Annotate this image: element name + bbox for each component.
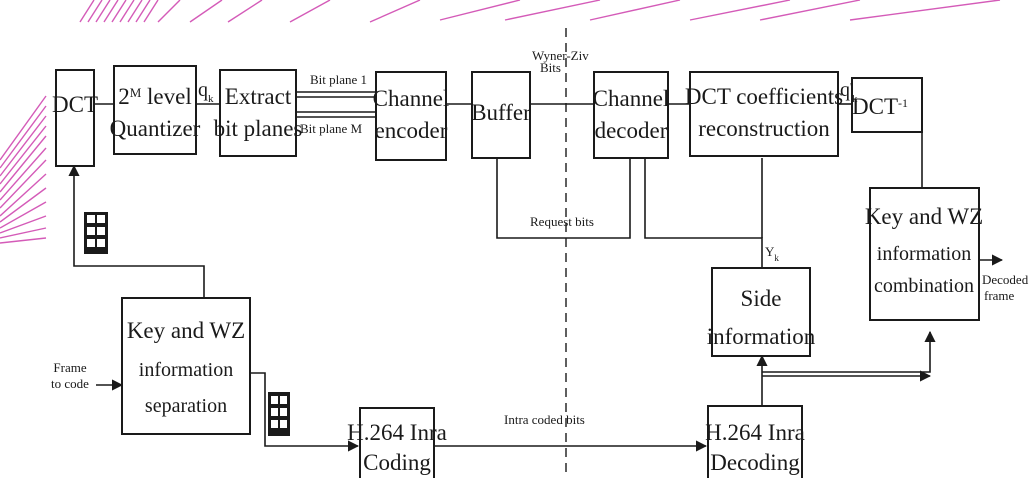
buffer-block [471,71,531,159]
frame-to-code-label-line1: Frame [53,360,86,375]
dct-reconstruction-line2: reconstruction [698,116,830,141]
frame-to-code-label-line2: to code [51,376,89,391]
decorative-stripes-top [79,0,1001,23]
separation-line1: Key and WZ [127,318,245,343]
quantizer-line1: 2M level [118,84,192,109]
key-wz-combination-block [869,187,980,321]
qk-reconstructed-label: q'k [840,79,858,105]
h264-decoding-line1: H.264 Inra [705,420,805,445]
channel-decoder-block [593,71,669,159]
wyner-ziv-label: Wyner-Ziv [532,48,589,63]
combination-line1: Key and WZ [865,204,983,229]
grid-block-icon [84,212,108,254]
h264-coding-block [359,407,435,478]
combination-line2: information [877,243,971,265]
channel-encoder-line1: Channel [373,86,450,111]
channel-encoder-line2: encoder [375,118,448,143]
wyner-ziv-bits-label: Bits [540,60,561,75]
inverse-dct-label: DCT-1 [852,94,908,119]
extract-line2: bit planes [214,116,303,141]
channel-decoder-line1: Channel [593,86,670,111]
decoded-frame-label-line1: Decoded [982,272,1029,287]
dct-reconstruction-block [689,71,839,157]
h264-coding-line1: H.264 Inra [347,420,447,445]
separation-line2: information [139,359,233,381]
request-bits-label: Request bits [530,214,594,229]
quantizer-block [113,65,197,155]
side-information-line1: Side [741,286,782,311]
side-information-line2: information [707,324,816,349]
extract-line1: Extract [225,84,292,109]
side-information-block [711,267,811,357]
h264-coding-line2: Coding [363,450,431,475]
qk-label: qk [198,79,214,105]
dct-block-label: DCT [52,92,98,117]
bit-plane-m-label: Bit plane M [300,121,363,136]
grid-block-icon [268,392,290,436]
decorative-stripes-left [0,95,47,244]
intra-coded-bits-label: Intra coded bits [504,412,585,427]
inverse-dct-block [851,77,923,133]
separation-line3: separation [145,395,227,417]
key-wz-separation-block [121,297,251,435]
extract-bit-planes-block [219,69,297,157]
dct-reconstruction-line1: DCT coefficients [685,84,843,109]
channel-encoder-block [375,71,447,161]
combination-line3: combination [874,275,974,297]
buffer-label: Buffer [471,100,531,125]
quantizer-line2: Quantizer [110,116,201,141]
h264-decoding-block [707,405,803,478]
bit-plane-1-label: Bit plane 1 [310,72,367,87]
yk-label: Yk [765,244,779,263]
channel-decoder-line2: decoder [595,118,668,143]
dct-block [55,69,95,167]
h264-decoding-line2: Decoding [710,450,800,475]
decoded-frame-label-line2: frame [984,288,1015,303]
connectors [68,91,1004,452]
